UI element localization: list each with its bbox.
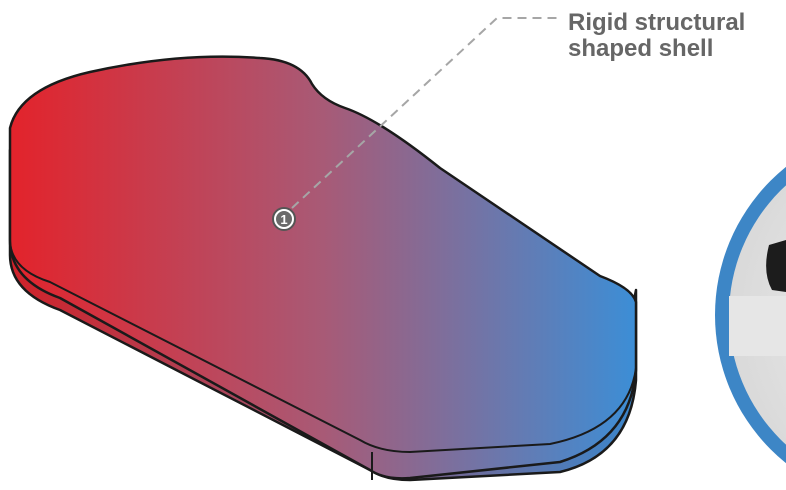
- callout-number: 1: [280, 212, 287, 227]
- shell-top-edge: [9, 241, 637, 454]
- inset-dark-object: [766, 240, 786, 292]
- callout-label: Rigid structural shaped shell: [568, 10, 745, 62]
- callout-label-line2: shaped shell: [568, 35, 714, 62]
- callout-leader-line: [291, 17, 560, 209]
- callout-label-line1: Rigid structural: [568, 9, 746, 36]
- inset-circle: [715, 166, 786, 464]
- callout-marker: 1: [272, 207, 296, 231]
- shell-top: [8, 55, 638, 480]
